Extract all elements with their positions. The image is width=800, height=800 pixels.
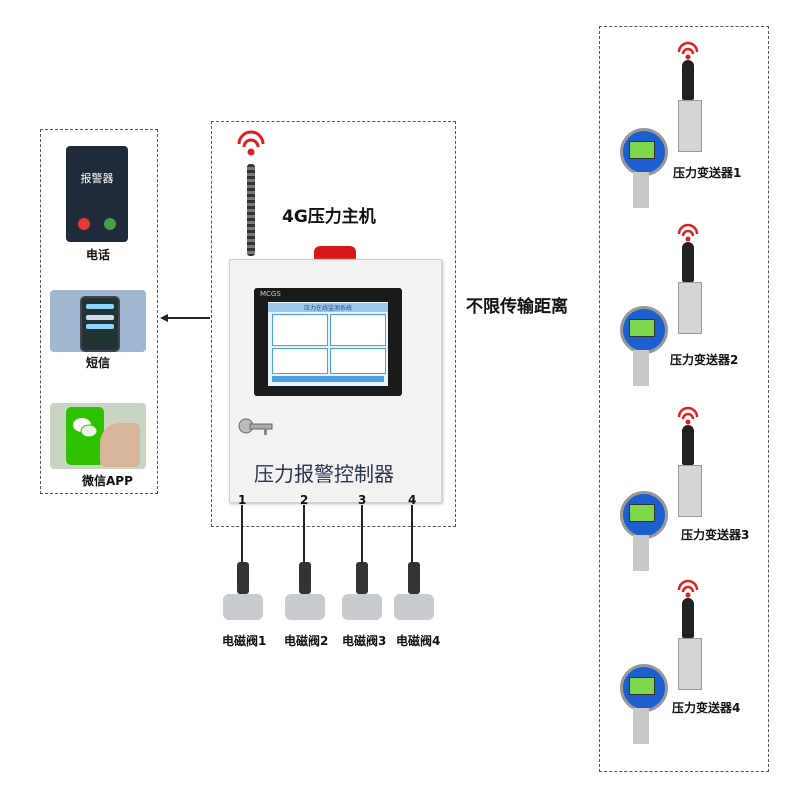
valve-label-3: 电磁阀3: [342, 634, 387, 648]
pressure-transmitter-1: [614, 40, 706, 220]
host-cabinet-frame: [211, 121, 456, 527]
pressure-transmitter-2: [614, 222, 706, 402]
valve-label-1: 电磁阀1: [222, 634, 267, 648]
transmitter-label-3: 压力变送器3: [681, 528, 750, 542]
valve-label-4: 电磁阀4: [396, 634, 441, 648]
transmitter-signal-icon: [677, 406, 699, 425]
valve-label-2: 电磁阀2: [284, 634, 329, 648]
valve-cables: [241, 505, 413, 563]
panel-text: 压力报警控制器: [254, 462, 394, 486]
screen-display: 压力在线监测系统: [268, 302, 388, 386]
notification-label-sms: 短信: [86, 356, 111, 370]
output-number-1: 1: [238, 493, 247, 507]
wechat-image: [50, 403, 146, 469]
phone-call-image: 报警器: [66, 146, 128, 242]
solenoid-valve-4: [390, 562, 438, 626]
notification-label-wechat: 微信APP: [82, 474, 133, 488]
output-number-4: 4: [408, 493, 417, 507]
solenoid-valve-1: [219, 562, 267, 626]
host-title: 4G压力主机: [282, 207, 376, 227]
output-number-3: 3: [358, 493, 367, 507]
accept-call-icon: [104, 218, 116, 230]
antenna-signal-icon: [237, 130, 265, 156]
touch-screen: MCGS 压力在线监测系统: [254, 288, 402, 396]
transmitter-signal-icon: [677, 579, 699, 598]
transmitter-panel: [599, 26, 769, 772]
output-number-2: 2: [300, 493, 309, 507]
transmitter-signal-icon: [677, 41, 699, 60]
decline-call-icon: [78, 218, 90, 230]
key-icon: [238, 418, 273, 435]
transmitter-label-4: 压力变送器4: [672, 701, 741, 715]
wechat-icon: [66, 407, 104, 465]
sms-image: [50, 290, 146, 352]
screen-brand: MCGS: [260, 290, 281, 298]
phone-alarm-text: 报警器: [80, 172, 114, 185]
screen-title: 压力在线监测系统: [268, 303, 388, 312]
sms-icon: [80, 296, 120, 352]
notification-panel: [40, 129, 158, 494]
solenoid-valve-2: [281, 562, 329, 626]
transmitter-label-1: 压力变送器1: [673, 166, 742, 180]
transmitter-label-2: 压力变送器2: [670, 353, 739, 367]
notification-arrow: [160, 314, 210, 322]
transmission-label: 不限传输距离: [466, 297, 568, 317]
pressure-transmitter-4: [614, 578, 706, 758]
antenna: [247, 164, 255, 256]
pressure-transmitter-3: [614, 405, 706, 585]
solenoid-valve-3: [338, 562, 386, 626]
alarm-light: [314, 246, 356, 260]
notification-label-phone: 电话: [86, 248, 111, 262]
transmitter-signal-icon: [677, 223, 699, 242]
